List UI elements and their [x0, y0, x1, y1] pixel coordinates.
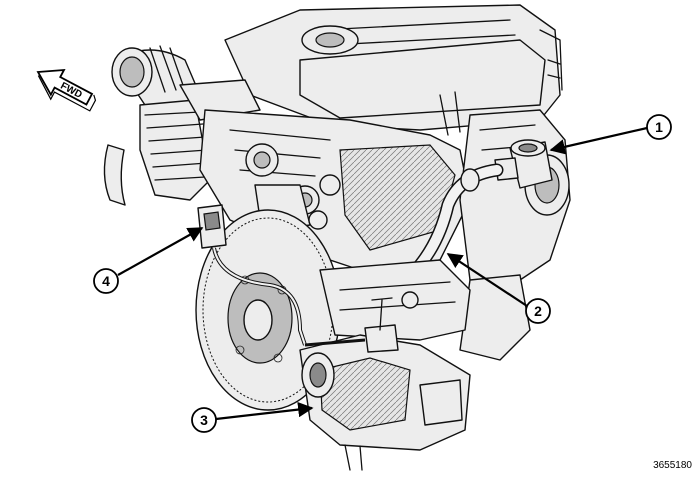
intake-manifold	[224, 4, 563, 131]
engine-block-lower	[319, 259, 471, 341]
callout-1-number: 1	[655, 119, 663, 135]
callout-2-leader	[446, 253, 528, 307]
sensor-wiring	[197, 204, 366, 347]
fwd-label: FWD	[58, 81, 83, 101]
callout-1-leader	[549, 126, 648, 155]
callout-3-number: 3	[200, 412, 208, 428]
callout-1: 1	[646, 114, 672, 140]
air-intake-duct	[103, 45, 261, 206]
callout-3: 3	[191, 407, 217, 433]
forward-direction-arrow: FWD	[36, 68, 97, 112]
callout-3-leader	[215, 401, 314, 421]
callout-4-leader	[117, 227, 204, 276]
figure-code: 3655180	[653, 460, 692, 471]
callout-4-number: 4	[102, 273, 110, 289]
pcv-valve	[494, 139, 553, 189]
callout-2: 2	[525, 298, 551, 324]
evaporative-pump-assembly	[299, 297, 471, 471]
callout-4: 4	[93, 268, 119, 294]
callout-2-number: 2	[534, 303, 542, 319]
